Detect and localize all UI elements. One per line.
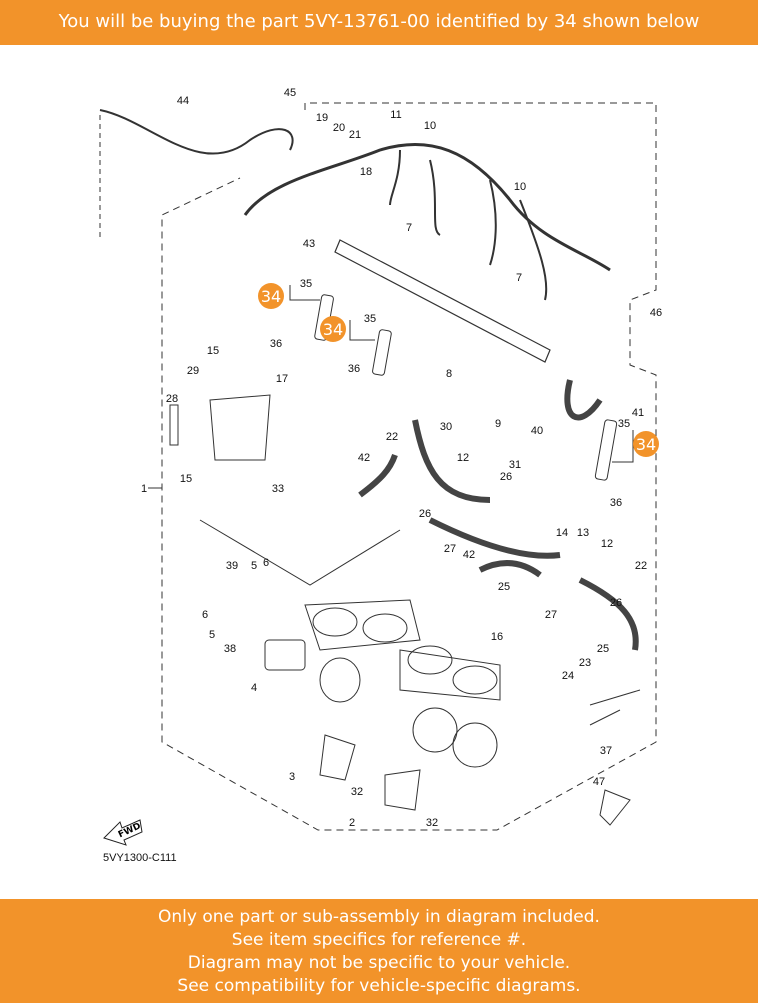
part-callout-label: 23 bbox=[579, 657, 591, 669]
part-callout-label: 37 bbox=[600, 745, 612, 757]
part-callout-label: 35 bbox=[300, 278, 312, 290]
fwd-arrow-icon: FWD bbox=[103, 819, 143, 846]
part-callout-label: 47 bbox=[593, 776, 605, 788]
assembly-outline bbox=[161, 102, 657, 831]
svg-text:34: 34 bbox=[323, 320, 343, 339]
throttle-body bbox=[304, 599, 501, 768]
part-callout-label: 12 bbox=[457, 452, 469, 464]
part-callout-label: 18 bbox=[360, 166, 372, 178]
part-callout-label: 10 bbox=[514, 181, 526, 193]
part-callout-label: 2 bbox=[349, 817, 355, 829]
part-callout-label: 44 bbox=[177, 95, 189, 107]
part-callout-label: 39 bbox=[226, 560, 238, 572]
svg-text:34: 34 bbox=[636, 435, 656, 454]
part-callout-label: 33 bbox=[272, 483, 284, 495]
part-callout-label: 17 bbox=[276, 373, 288, 385]
part-callout-label: 13 bbox=[577, 527, 589, 539]
highlight-callout-34: 34 bbox=[258, 283, 284, 309]
part-callout-label: 14 bbox=[556, 527, 568, 539]
part-callout-label: 16 bbox=[491, 631, 503, 643]
part-callout-label: 31 bbox=[509, 459, 521, 471]
part-banner: You will be buying the part 5VY-13761-00… bbox=[0, 0, 758, 45]
part-callout-label: 7 bbox=[406, 222, 412, 234]
part-callout-label: 32 bbox=[351, 786, 363, 798]
part-callout-label: 28 bbox=[166, 393, 178, 405]
part-callout-label: 36 bbox=[348, 363, 360, 375]
diagram-code: 5VY1300-C111 bbox=[103, 852, 177, 864]
part-callout-label: 1 bbox=[141, 483, 147, 495]
part-callout-label: 19 bbox=[316, 112, 328, 124]
part-callout-label: 35 bbox=[364, 313, 376, 325]
part-callout-label: 42 bbox=[463, 549, 475, 561]
part-callout-label: 29 bbox=[187, 365, 199, 377]
part-callout-label: 46 bbox=[650, 307, 662, 319]
part-callout-label: 3 bbox=[289, 771, 295, 783]
part-callout-label: 25 bbox=[498, 581, 510, 593]
part-callout-label: 36 bbox=[270, 338, 282, 350]
part-callout-label: 38 bbox=[224, 643, 236, 655]
part-callout-label: 12 bbox=[601, 538, 613, 550]
part-callout-label: 9 bbox=[495, 418, 501, 430]
part-banner-text: You will be buying the part 5VY-13761-00… bbox=[58, 11, 700, 32]
part-callout-label: 42 bbox=[358, 452, 370, 464]
part-callout-label: 5 bbox=[209, 629, 215, 641]
part-callout-label: 45 bbox=[284, 87, 296, 99]
part-callout-label: 5 bbox=[251, 560, 257, 572]
highlight-callout-34: 34 bbox=[320, 316, 346, 342]
wiring-harness bbox=[243, 142, 611, 272]
part-callout-label: 24 bbox=[562, 670, 574, 682]
part-callout-label: 30 bbox=[440, 421, 452, 433]
part-callout-label: 26 bbox=[610, 597, 622, 609]
part-callout-label: 27 bbox=[545, 609, 557, 621]
part-callout-label: 6 bbox=[263, 557, 269, 569]
disclaimer-line: See item specifics for reference #. bbox=[231, 930, 527, 950]
part-callout-label: 26 bbox=[500, 471, 512, 483]
part-callout-label: 26 bbox=[419, 508, 431, 520]
part-callout-label: 35 bbox=[618, 418, 630, 430]
part-callout-label: 6 bbox=[202, 609, 208, 621]
part-callout-label: 11 bbox=[390, 109, 401, 121]
svg-text:34: 34 bbox=[261, 287, 281, 306]
disclaimer-line: Diagram may not be specific to your vehi… bbox=[187, 953, 571, 973]
part-callout-label: 8 bbox=[446, 368, 452, 380]
part-callout-label: 15 bbox=[207, 345, 219, 357]
part-callout-label: 43 bbox=[303, 238, 315, 250]
part-callout-label: 40 bbox=[531, 425, 543, 437]
part-callout-label: 27 bbox=[444, 543, 456, 555]
part-callout-label: 32 bbox=[426, 817, 438, 829]
part-callout-label: 15 bbox=[180, 473, 192, 485]
part-callout-label: 36 bbox=[610, 497, 622, 509]
part-callout-label: 10 bbox=[424, 120, 436, 132]
part-callout-label: 22 bbox=[635, 560, 647, 572]
part-callout-label: 21 bbox=[349, 129, 361, 141]
part-callout-label: 22 bbox=[386, 431, 398, 443]
part-callout-label: 41 bbox=[632, 407, 644, 419]
part-callout-label: 25 bbox=[597, 643, 609, 655]
disclaimer-banner: Only one part or sub-assembly in diagram… bbox=[0, 899, 758, 1003]
disclaimer-line: Only one part or sub-assembly in diagram… bbox=[158, 907, 600, 927]
part-callout-label: 20 bbox=[333, 122, 345, 134]
part-callout-label: 7 bbox=[516, 272, 522, 284]
fuel-rail bbox=[334, 239, 551, 363]
highlight-callout-34: 34 bbox=[633, 431, 659, 457]
disclaimer-line: See compatibility for vehicle-specific d… bbox=[177, 976, 581, 996]
part-callout-label: 4 bbox=[251, 682, 257, 694]
